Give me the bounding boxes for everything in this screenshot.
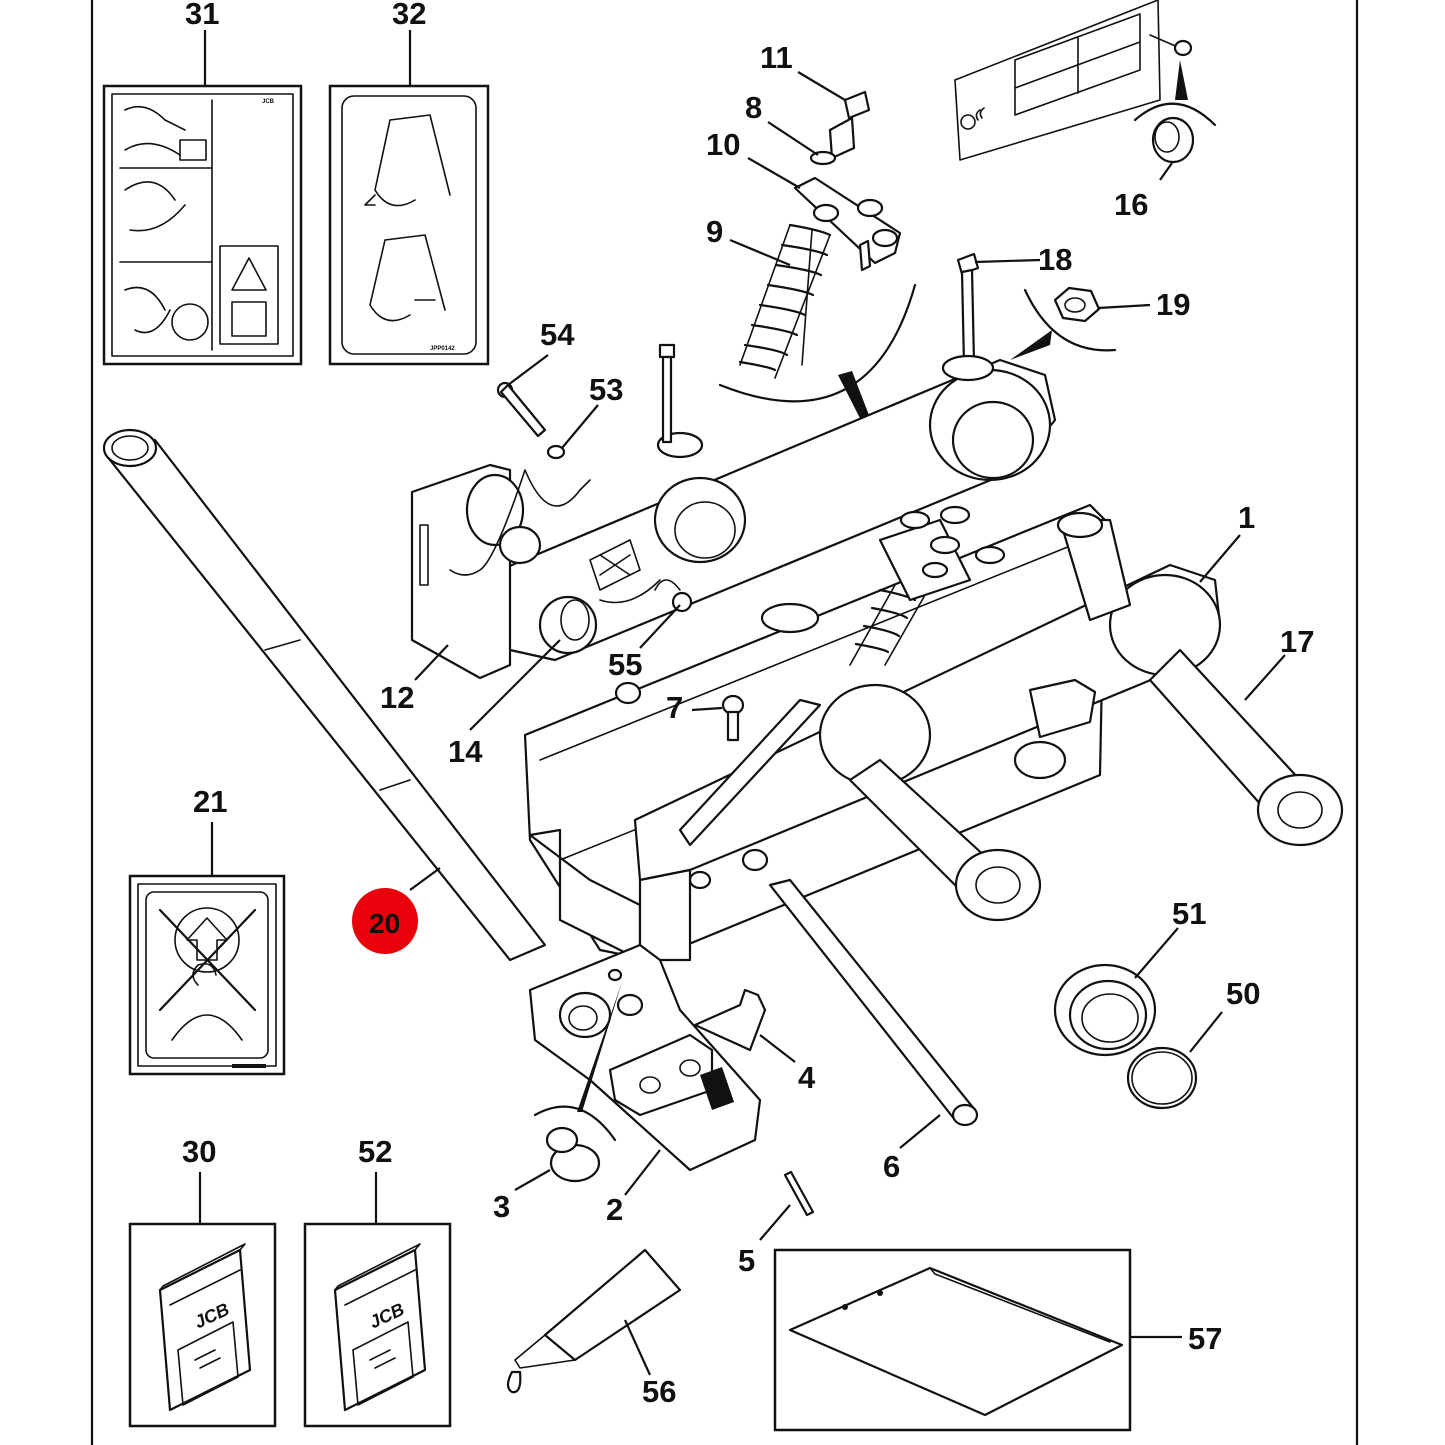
callout-50: 50 xyxy=(1226,976,1260,1011)
callout-55: 55 xyxy=(608,647,642,682)
bolt-11 xyxy=(828,90,871,160)
bolt-7 xyxy=(721,694,745,742)
pin-front xyxy=(848,758,1042,922)
decal-32-instruction-label: JPP0142 xyxy=(328,84,490,366)
latch-4 xyxy=(693,988,767,1052)
manual-30-operator-book: JCB xyxy=(128,1222,277,1428)
manual-52-operator-book: JCB xyxy=(303,1222,452,1428)
callout-6: 6 xyxy=(883,1149,900,1184)
sleeve-rear xyxy=(1056,511,1132,622)
callout-5: 5 xyxy=(738,1243,755,1278)
callout-31: 31 xyxy=(185,0,219,31)
pin-54 xyxy=(496,381,547,438)
callout-8: 8 xyxy=(745,90,762,125)
callout-4: 4 xyxy=(798,1060,816,1095)
callout-19: 19 xyxy=(1156,287,1190,322)
detail-arc-19 xyxy=(1023,288,1117,352)
pin-17 xyxy=(1148,648,1344,847)
linkage-14 xyxy=(538,539,661,655)
callout-56: 56 xyxy=(642,1374,676,1409)
callout-30: 30 xyxy=(182,1134,216,1169)
detail-arc-9 xyxy=(718,283,917,403)
callout-32: 32 xyxy=(392,0,426,31)
callout-10: 10 xyxy=(706,127,740,162)
callout-52: 52 xyxy=(358,1134,392,1169)
main-frame-1 xyxy=(410,343,1222,962)
sealant-tube-56 xyxy=(506,1248,682,1394)
lanyard-cable xyxy=(449,469,581,576)
callout-54: 54 xyxy=(540,317,575,352)
nut-19 xyxy=(1053,286,1101,323)
decal-31-instruction-label: JCB xyxy=(102,84,303,366)
decal-32-code: JPP0142 xyxy=(430,346,455,352)
callout-7: 7 xyxy=(666,690,683,725)
highlight-marker-20 xyxy=(352,888,418,954)
bolt-18 xyxy=(956,252,980,366)
data-plate xyxy=(954,0,1161,161)
callout-57: 57 xyxy=(1188,1321,1222,1356)
callout-20: 20 xyxy=(369,908,400,939)
callout-9: 9 xyxy=(706,214,723,249)
callout-12: 12 xyxy=(380,680,414,715)
callout-3: 3 xyxy=(493,1189,510,1224)
o-ring-50 xyxy=(1126,1046,1198,1110)
rivet-16 xyxy=(1133,34,1217,164)
callout-labels: 31 32 11 8 10 9 16 18 19 54 53 1 17 55 1… xyxy=(182,0,1314,1409)
bracket-10 xyxy=(793,176,902,272)
callout-18: 18 xyxy=(1038,242,1072,277)
spring-9 xyxy=(738,223,832,379)
spring-9-installed xyxy=(849,505,1006,666)
rod-6 xyxy=(768,878,979,1127)
callout-14: 14 xyxy=(448,734,483,769)
decal-31-code: JCB xyxy=(262,99,275,105)
lanyard-clip xyxy=(579,479,591,491)
seal-51 xyxy=(1053,963,1157,1057)
callout-53: 53 xyxy=(589,372,623,407)
callout-2: 2 xyxy=(606,1192,623,1227)
lock-block-2 xyxy=(528,943,762,1172)
clip-53 xyxy=(546,444,566,460)
extension-tube-20 xyxy=(102,428,547,962)
roll-pin-5 xyxy=(783,1170,815,1217)
detail-pointer-19 xyxy=(1010,330,1052,360)
callout-16: 16 xyxy=(1114,187,1148,222)
callout-21: 21 xyxy=(193,784,227,819)
leader-lines xyxy=(198,30,1286,1376)
decal-21-no-lift-label xyxy=(128,874,286,1076)
callout-1: 1 xyxy=(1238,500,1255,535)
callout-51: 51 xyxy=(1172,896,1206,931)
callout-11: 11 xyxy=(760,40,793,75)
document-57 xyxy=(773,1248,1132,1432)
callout-17: 17 xyxy=(1280,624,1314,659)
grease-nipple-3 xyxy=(533,982,622,1183)
